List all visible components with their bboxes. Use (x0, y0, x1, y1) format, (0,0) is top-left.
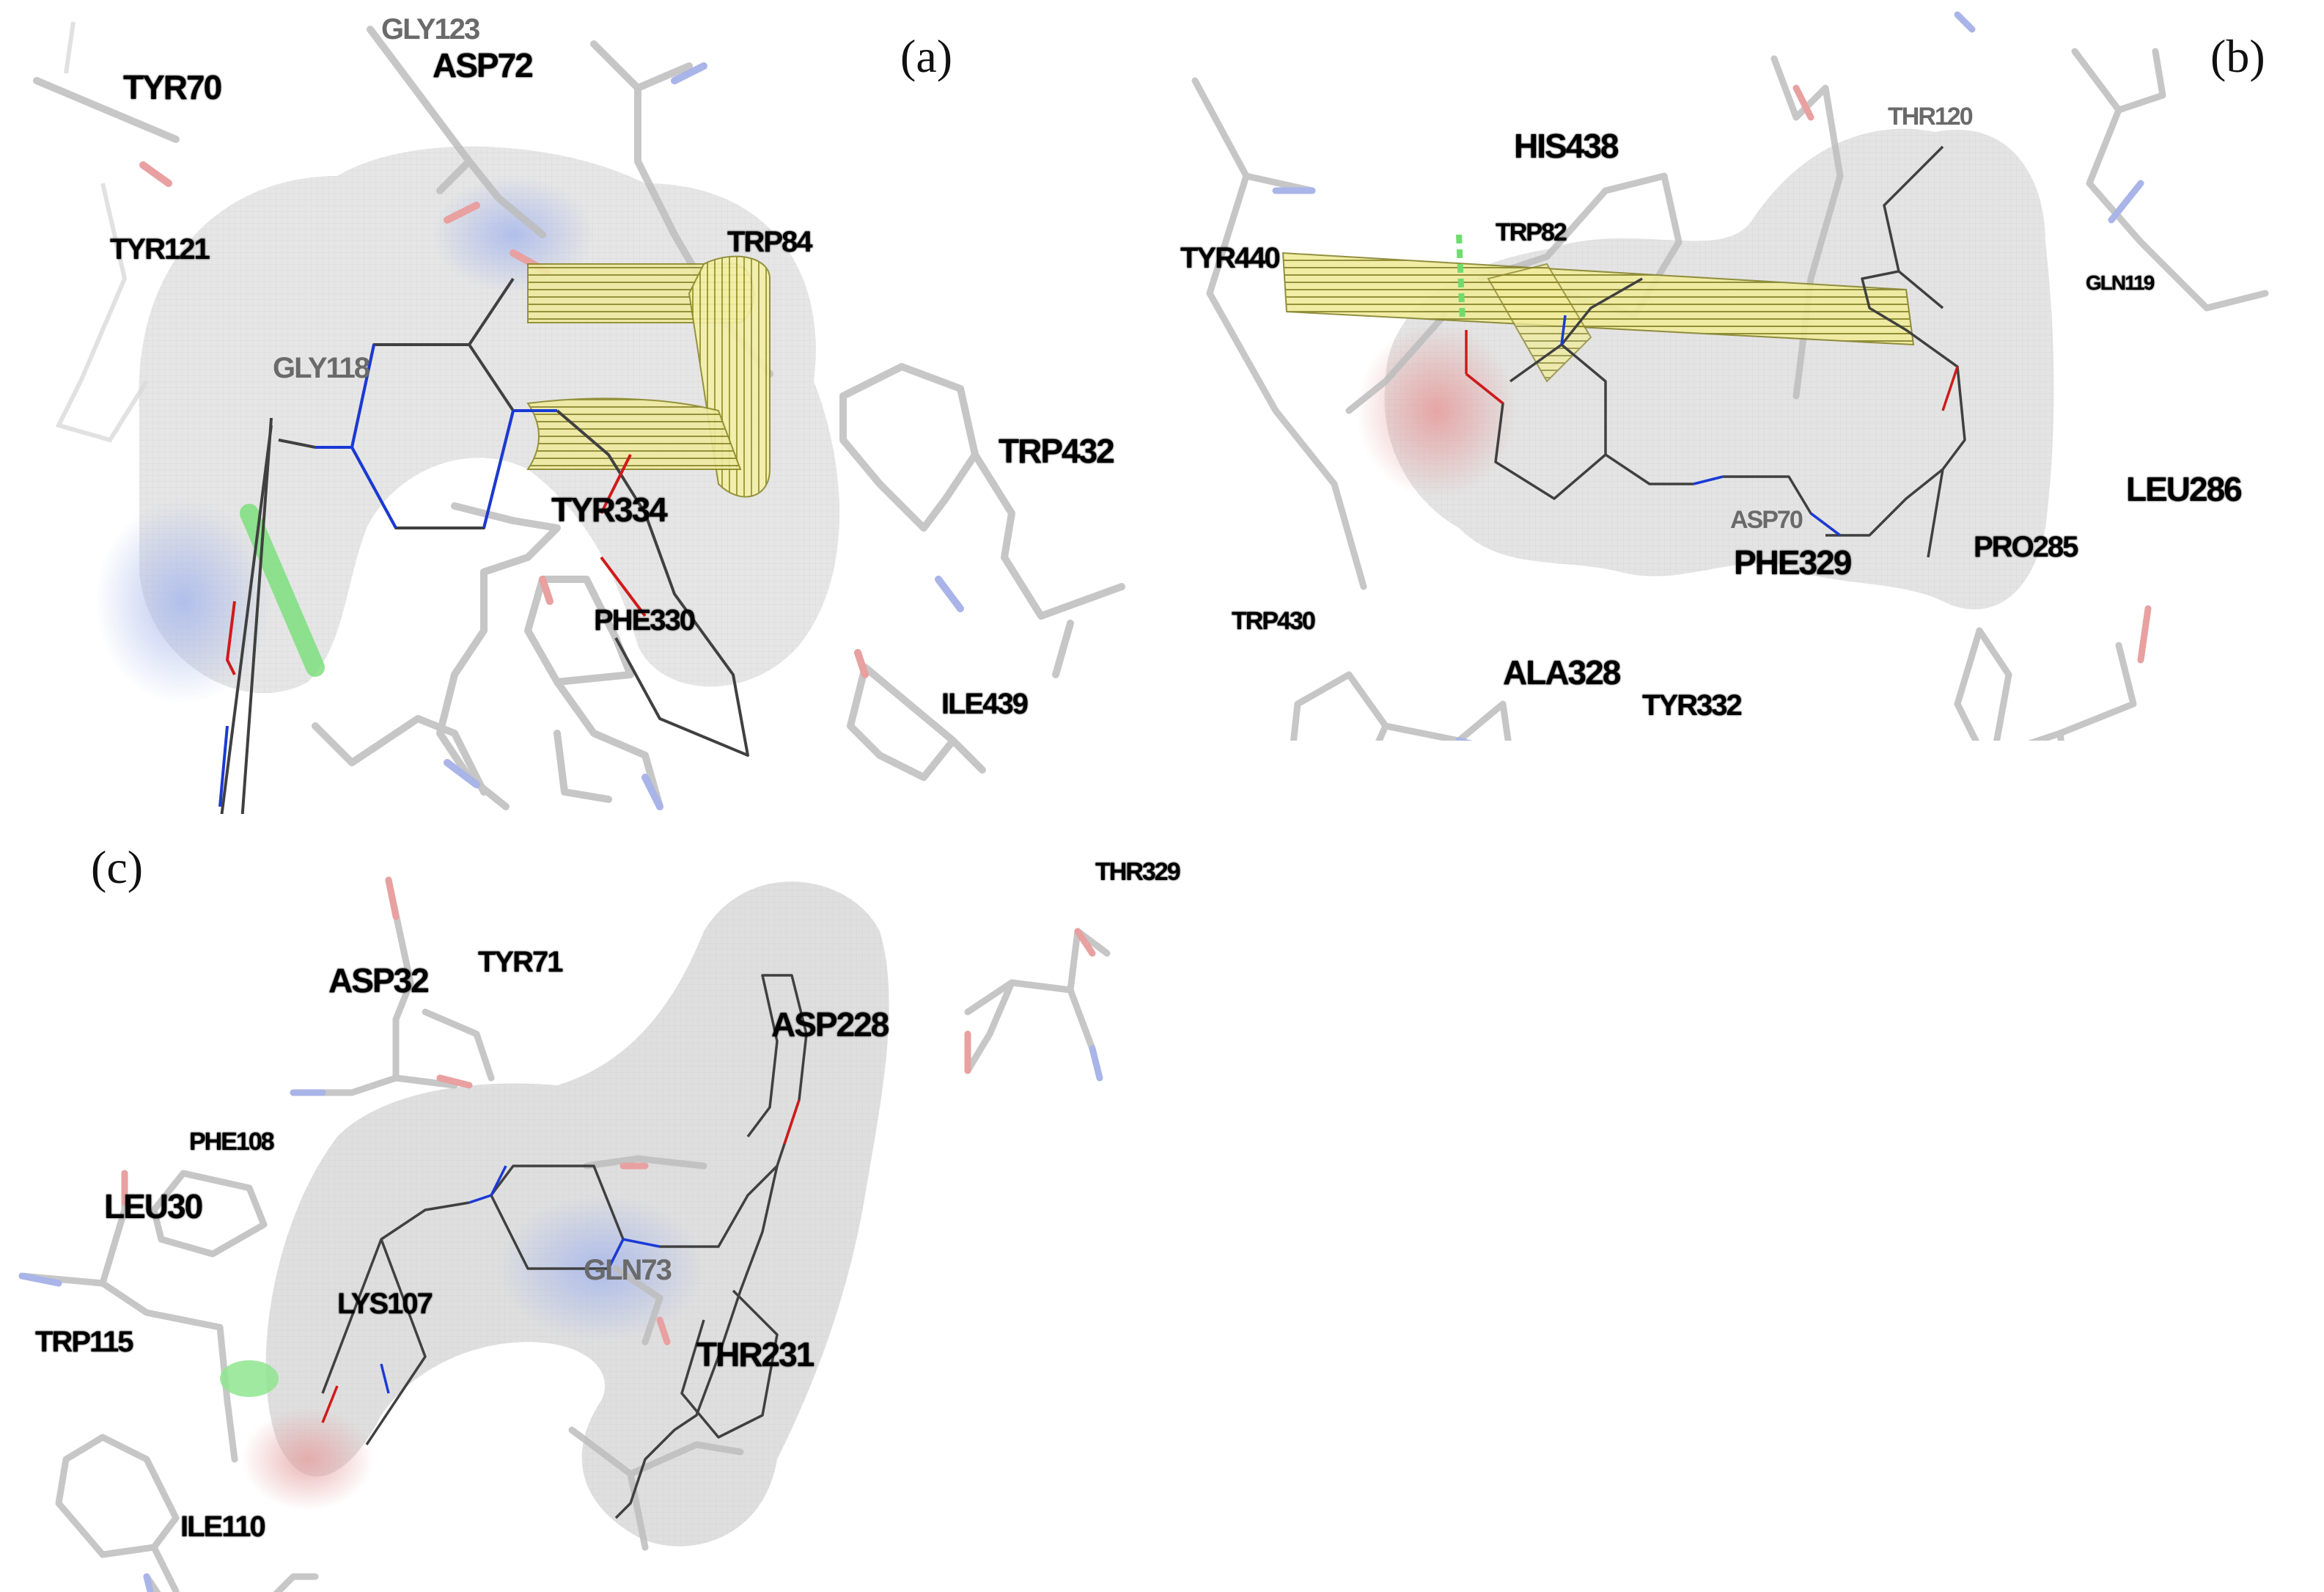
residue-label: TRP430 (1232, 607, 1316, 635)
hydrogen-bond (240, 504, 325, 677)
hydrogen-bond (1456, 234, 1466, 323)
residue-label: LEU30 (104, 1187, 203, 1225)
residue-label: GLY118 (273, 352, 370, 384)
panel-b-structure-render (1191, 11, 2269, 741)
residue-label: TRP115 (35, 1326, 134, 1358)
residue-label: THR231 (696, 1335, 814, 1373)
residue-label: TYR121 (110, 233, 210, 265)
residue-label: TYR70 (123, 68, 222, 106)
panel-label-b: (b) (2210, 30, 2265, 82)
residue-label: THR329 (1095, 858, 1181, 886)
panel-a: (a) GLY123 ASP72 TYR70 TYR121 TRP84 GLY1… (0, 0, 1144, 814)
residue-label: GLN73 (584, 1254, 672, 1286)
residue-label: THR120 (1888, 103, 1974, 131)
residue-label: TYR334 (551, 491, 668, 529)
residue-label: PHE330 (594, 604, 696, 637)
residue-label: ILE110 (180, 1511, 266, 1543)
hydrogen-bond (220, 1360, 279, 1397)
residue-sticks (18, 876, 1111, 1592)
residue-label: LYS107 (337, 1288, 433, 1320)
residue-label: TRP84 (727, 226, 812, 258)
residue-label: ALA328 (1503, 653, 1621, 692)
residue-sticks (33, 26, 1125, 810)
residue-label: ASP228 (771, 1005, 889, 1043)
residue-label: PHE329 (1734, 543, 1852, 582)
residue-label: GLY123 (381, 13, 480, 45)
ligand (1465, 145, 1966, 558)
residue-label: PRO285 (1974, 531, 2078, 563)
residue-label: PHE108 (189, 1128, 275, 1156)
residue-label: LEU286 (2126, 470, 2243, 508)
panel-label-a: (a) (900, 30, 953, 82)
panel-c-structure-render (18, 876, 1111, 1592)
pi-stacking-interactions (526, 255, 771, 498)
ligand (218, 277, 749, 814)
residue-label: ASP32 (328, 961, 430, 999)
molecular-surface (242, 881, 889, 1547)
residue-label: TRP432 (999, 432, 1115, 470)
residue-label: TRP82 (1496, 219, 1567, 246)
pi-stacking-interactions (1281, 252, 1915, 383)
residue-label: ASP72 (433, 46, 534, 84)
residue-label: GLN119 (2086, 271, 2155, 294)
panel-c: (c) THR329 ASP32 TYR71 ASP228 PHE108 LEU… (0, 814, 1261, 1592)
residue-label: TYR332 (1642, 689, 1743, 722)
panel-b: (b) HIS438 THR120 TRP82 TYR440 GLN119 LE… (1166, 0, 2324, 741)
panel-label-c: (c) (91, 841, 144, 893)
residue-label: TYR71 (478, 946, 563, 978)
ligand (321, 974, 808, 1519)
molecular-surface (1356, 128, 2054, 610)
residue-label: TYR440 (1180, 242, 1281, 274)
residue-label: HIS438 (1514, 127, 1619, 165)
residue-sticks (1191, 48, 2269, 741)
residue-label: ASP70 (1730, 506, 1803, 534)
panel-a-structure-render (33, 21, 1125, 814)
residue-label: ILE439 (941, 688, 1029, 720)
